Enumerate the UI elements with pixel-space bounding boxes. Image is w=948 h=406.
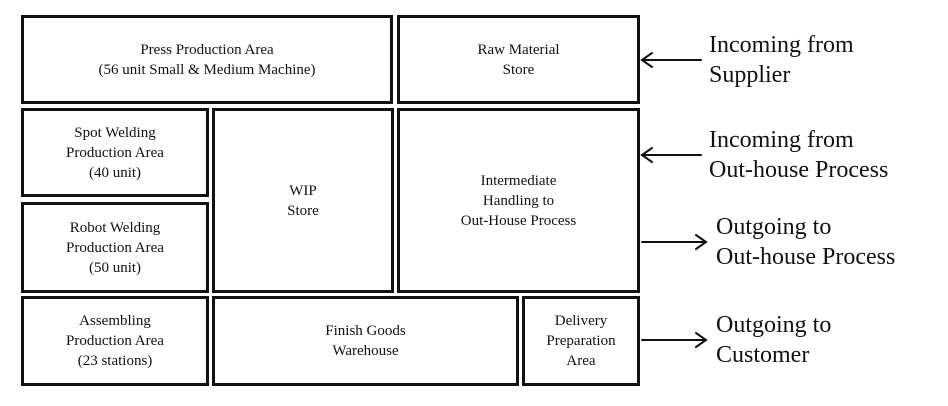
spot-line-3: (40 unit) <box>88 164 142 181</box>
incoming-outhouse-line-2: Out-house Process <box>709 157 889 183</box>
outgoing-outhouse-line-1: Outgoing to <box>716 214 832 240</box>
spot-line-1: Spot Welding <box>74 124 156 141</box>
raw-line-1: Raw Material <box>477 41 560 58</box>
delivery-line-2: Preparation <box>546 333 616 349</box>
robot-line-2: Production Area <box>66 239 164 256</box>
outgoing-customer-line-1: Outgoing to <box>716 312 832 338</box>
finish-line-2: Warehouse <box>332 343 399 359</box>
robot-line-1: Robot Welding <box>69 219 161 236</box>
incoming-supplier-label: Incoming from Supplier <box>709 30 854 90</box>
delivery-line-1: Delivery <box>554 313 608 329</box>
wip-line-1: WIP <box>289 182 317 199</box>
incoming-outhouse-arrow <box>640 147 702 163</box>
spot-line-2: Production Area <box>66 144 164 161</box>
press-production-area: Press Production Area (56 unit Small & Me… <box>21 15 393 104</box>
incoming-supplier-line-2: Supplier <box>709 62 791 88</box>
outgoing-outhouse-line-2: Out-house Process <box>716 244 896 270</box>
finish-line-1: Finish Goods <box>325 323 406 339</box>
robot-line-3: (50 unit) <box>88 259 142 276</box>
press-line-2: (56 unit Small & Medium Machine) <box>98 61 316 78</box>
intermediate-line-2: Handling to <box>482 192 555 209</box>
assembling-line-3: (23 stations) <box>77 353 153 369</box>
intermediate-line-3: Out-House Process <box>460 212 577 229</box>
assembling-line-2: Production Area <box>66 333 164 349</box>
delivery-line-3: Area <box>566 353 596 369</box>
outgoing-outhouse-label: Outgoing to Out-house Process <box>716 212 895 272</box>
raw-line-2: Store <box>502 61 535 78</box>
intermediate-line-1: Intermediate <box>480 172 557 189</box>
outgoing-customer-arrow <box>641 332 708 348</box>
incoming-supplier-arrow <box>640 52 702 68</box>
assembling-line-1: Assembling <box>79 313 151 329</box>
wip-store: WIP Store <box>212 108 394 293</box>
wip-line-2: Store <box>287 202 319 219</box>
outgoing-customer-label: Outgoing to Customer <box>716 310 831 370</box>
outgoing-outhouse-arrow <box>641 234 708 250</box>
incoming-outhouse-label: Incoming from Out-house Process <box>709 125 888 185</box>
incoming-supplier-line-1: Incoming from <box>709 32 854 58</box>
press-line-1: Press Production Area <box>140 41 274 58</box>
outgoing-customer-line-2: Customer <box>716 342 810 368</box>
incoming-outhouse-line-1: Incoming from <box>709 127 854 153</box>
